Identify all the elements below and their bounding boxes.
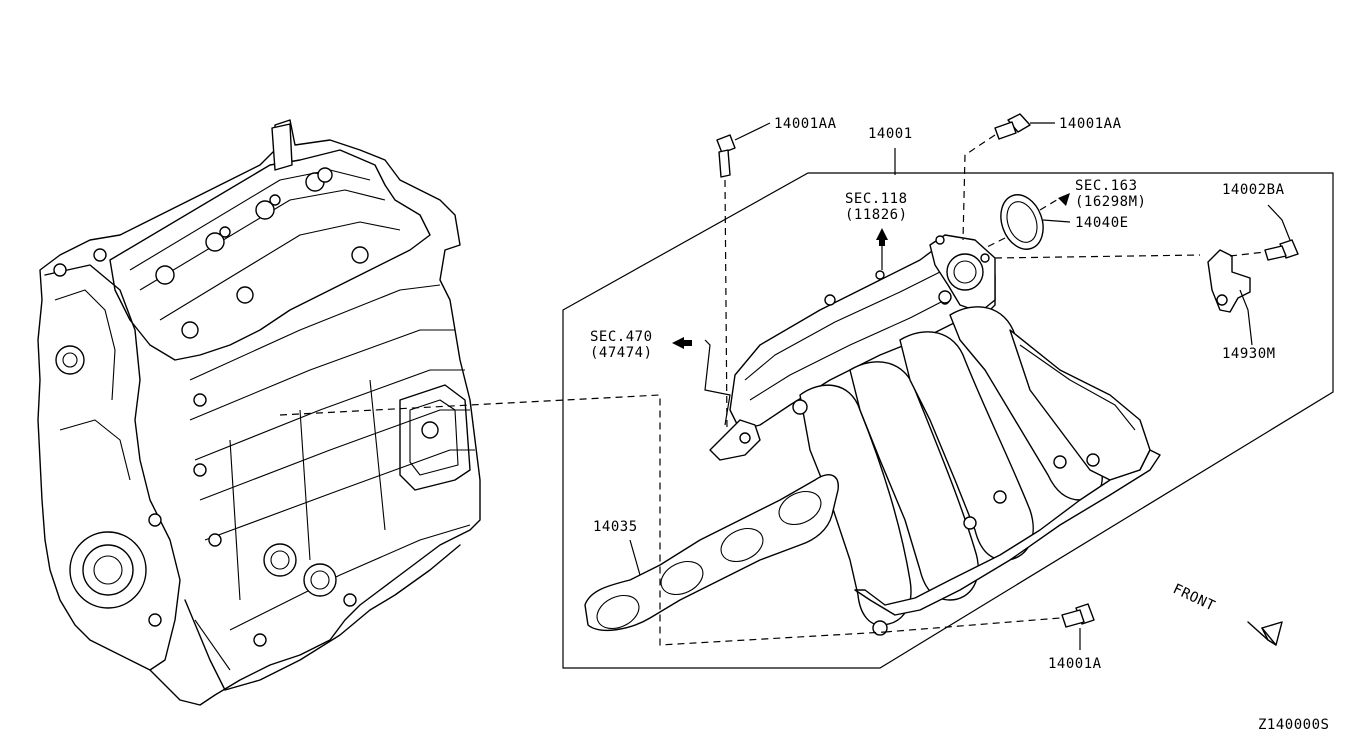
arrow-down-right-icon (1247, 621, 1283, 646)
o-ring-illustration (1000, 194, 1044, 250)
label-manifold: 14001 (868, 126, 913, 142)
sensor-illustration (1207, 249, 1251, 313)
intake-manifold-illustration (709, 234, 1161, 636)
filled-arrow-icon (1058, 193, 1070, 206)
label-o-ring: 14040E (1075, 215, 1129, 231)
label-sensor: 14930M (1222, 346, 1276, 362)
diagram-code: Z140000S (1258, 717, 1329, 733)
label-sec118-line1: SEC.118 (845, 191, 908, 207)
label-sec118-line2: (11826) (845, 207, 908, 223)
parts-box (562, 172, 1334, 669)
engine-block-illustration (37, 119, 481, 706)
sensor-bolt-illustration (1264, 239, 1299, 261)
label-sec163-line2: (16298M) (1075, 194, 1146, 210)
label-sec470-line1: SEC.470 (590, 329, 653, 345)
bolt-bottom-illustration (1061, 603, 1095, 628)
label-sensor-bolt: 14002BA (1222, 182, 1285, 198)
bolt-top-right-illustration (994, 113, 1031, 140)
label-bolt-top-right: 14001AA (1059, 116, 1122, 132)
label-sec470-line2: (47474) (590, 345, 653, 361)
label-bolt-top-left: 14001AA (774, 116, 837, 132)
leader-lines (279, 122, 1291, 650)
filled-arrow-icon (672, 337, 692, 349)
label-bolt-bottom: 14001A (1048, 656, 1102, 672)
label-gasket: 14035 (593, 519, 638, 535)
filled-arrow-icon (876, 228, 888, 246)
intake-gasket-illustration (584, 474, 839, 631)
bolt-top-left-illustration (716, 134, 736, 178)
label-front: FRONT (1170, 581, 1217, 614)
label-sec163-line1: SEC.163 (1075, 178, 1138, 194)
